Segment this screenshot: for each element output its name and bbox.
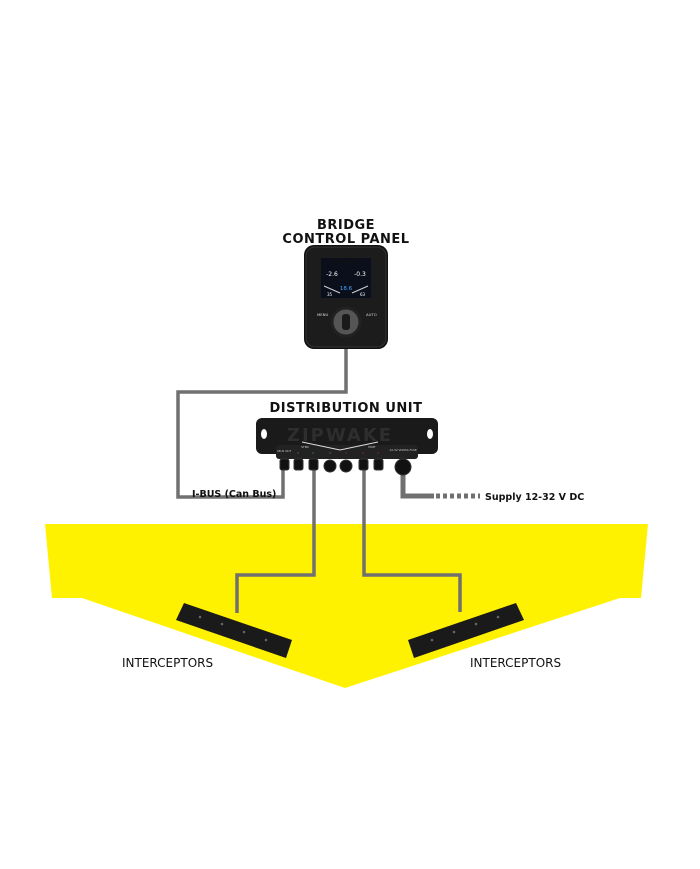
bridge-label-line2: CONTROL PANEL: [282, 232, 409, 247]
stbd-interceptor-cable: [235, 468, 316, 613]
port-side-label: PORT: [368, 445, 376, 449]
ibus-cable: [176, 348, 348, 499]
port-stbd-1: [293, 458, 304, 471]
panel-menu-button[interactable]: MENU: [317, 312, 329, 317]
interceptor-right: [408, 603, 524, 658]
distribution-unit-label: DISTRIBUTION UNIT: [270, 401, 423, 416]
boat-hull: [45, 524, 648, 688]
stbd-label: STBD: [301, 445, 309, 449]
port-label-stbd-1: 1: [297, 451, 299, 455]
distribution-brand-logo: ZIPWAKE: [287, 425, 393, 446]
panel-right-trim: 63: [360, 292, 366, 297]
bridge-label-line1: BRIDGE: [317, 218, 375, 233]
port-label-stbd-2: 2: [312, 451, 314, 455]
panel-left-trim: 35: [327, 292, 333, 297]
interceptors-right-label: INTERCEPTORS: [470, 656, 561, 670]
port-port-2: [358, 458, 369, 471]
interceptors-left-label: INTERCEPTORS: [122, 656, 213, 670]
ibus-label: I-BUS (Can Bus): [192, 489, 276, 500]
port-label-port-1: 1: [345, 451, 347, 455]
port-label-power: 12-32 VDC: [389, 448, 404, 452]
interceptor-left: [176, 603, 292, 658]
supply-cable: [400, 470, 434, 499]
distribution-unit: ZIPWAKE I-BUS OUT 1 2 3 1 2 3 12-32 VDC …: [256, 418, 438, 476]
panel-speed: 18.6: [340, 286, 353, 292]
cables: [176, 348, 480, 613]
port-power: [394, 458, 412, 476]
panel-auto-button[interactable]: AUTO: [366, 312, 377, 317]
panel-brand-logo: ZIPWAKE: [334, 259, 357, 265]
panel-right-value: -0.3: [354, 271, 366, 278]
port-label-fuse: 15A FUSE: [403, 448, 417, 452]
panel-screen: [321, 258, 371, 298]
bridge-control-panel: ZIPWAKE -2.6 -0.3 18.6 35 63 MENU AUTO: [304, 245, 388, 349]
port-stbd-2: [308, 458, 319, 471]
port-stbd-3: [323, 459, 337, 473]
port-interceptor-cable: [362, 468, 462, 612]
port-label-port-3: 3: [377, 451, 379, 455]
port-ibus-out: [279, 458, 290, 471]
port-label-port-2: 2: [362, 451, 364, 455]
port-port-1: [339, 459, 353, 473]
panel-left-value: -2.6: [326, 271, 338, 278]
port-port-3: [373, 458, 384, 471]
port-label-stbd-3: 3: [329, 451, 331, 455]
port-label-ibus: I-BUS OUT: [277, 449, 292, 453]
supply-label: Supply 12-32 V DC: [485, 492, 584, 503]
